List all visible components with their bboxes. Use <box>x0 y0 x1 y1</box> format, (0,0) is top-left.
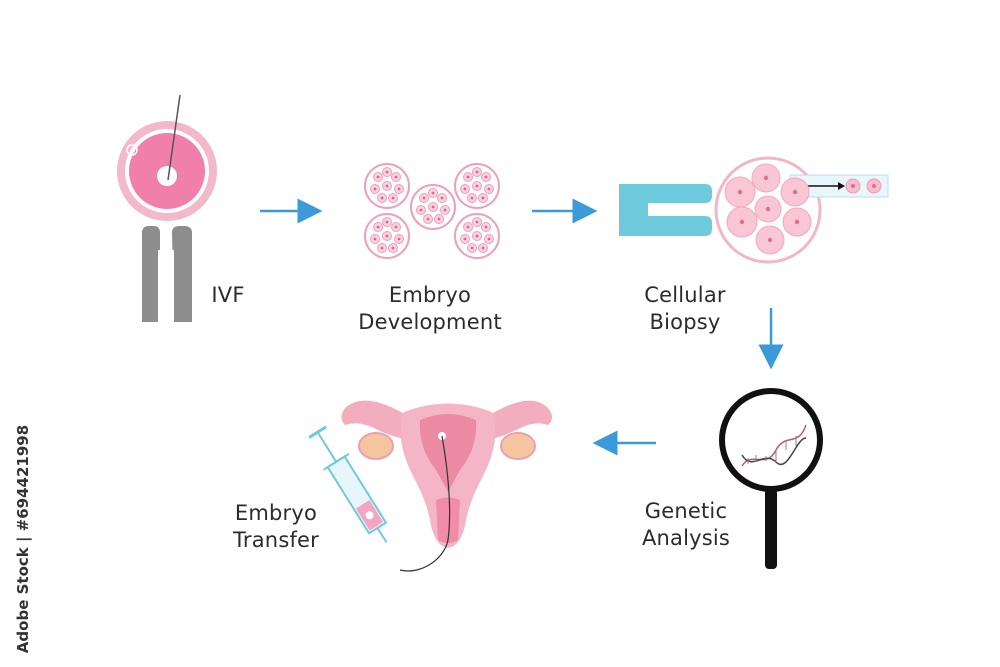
label-cellular-biopsy-line2: Biopsy <box>649 310 721 334</box>
label-ivf-line1: IVF <box>211 283 245 307</box>
embryo-cluster <box>454 213 500 259</box>
embryo-cluster <box>410 184 456 230</box>
cellular-biopsy-illustration <box>619 156 889 264</box>
embryo-development-illustration <box>364 163 500 259</box>
label-embryo-transfer-line2: Transfer <box>232 528 320 552</box>
label-genetic-analysis-line1: Genetic <box>644 499 728 523</box>
label-cellular-biopsy: Cellular Biopsy <box>630 282 740 336</box>
dna-icon <box>741 424 807 467</box>
embryo-cluster <box>364 213 410 259</box>
label-embryo-development-line1: Embryo <box>388 283 472 307</box>
embryo-cluster <box>454 163 500 209</box>
ivf-illustration <box>117 94 217 322</box>
label-embryo-development-line2: Development <box>358 310 502 334</box>
watermark-text: Adobe Stock | #694421998 <box>14 424 32 654</box>
uterus-illustration <box>341 400 552 572</box>
label-cellular-biopsy-line1: Cellular <box>644 283 726 307</box>
label-embryo-transfer-line1: Embryo <box>234 501 318 525</box>
label-embryo-transfer: Embryo Transfer <box>220 500 332 554</box>
syringe-icon <box>308 425 388 543</box>
embryo-cluster <box>364 163 410 209</box>
label-genetic-analysis: Genetic Analysis <box>628 498 744 552</box>
stock-watermark: Adobe Stock | #694421998 <box>8 420 38 660</box>
label-genetic-analysis-line2: Analysis <box>641 526 731 550</box>
label-ivf: IVF <box>200 282 256 309</box>
magnifying-glass-icon <box>719 388 823 569</box>
label-embryo-development: Embryo Development <box>350 282 510 336</box>
